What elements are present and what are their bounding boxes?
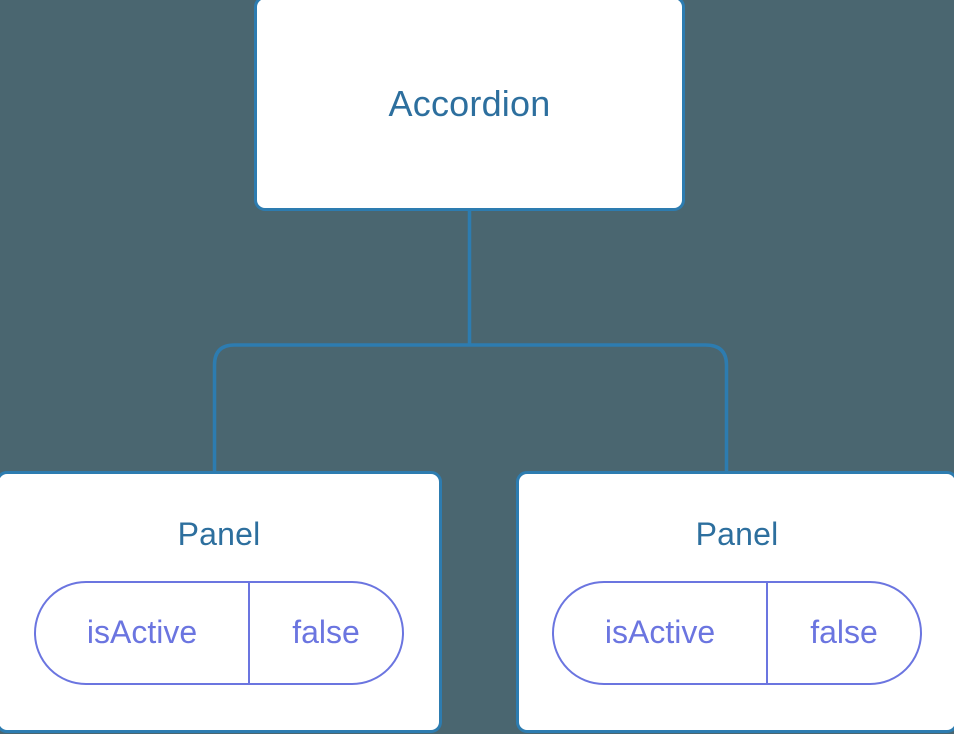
state-pill-panel-1-value: false <box>292 614 360 650</box>
connector-children-bus <box>212 343 729 472</box>
state-pill-panel-1[interactable]: isActive false <box>34 581 404 685</box>
node-panel-1-title: Panel <box>177 516 261 552</box>
state-pill-panel-2[interactable]: isActive false <box>552 581 922 685</box>
state-pill-panel-2-key: isActive <box>554 583 768 683</box>
node-accordion[interactable]: Accordion <box>254 0 685 211</box>
state-pill-panel-1-key: isActive <box>36 583 250 683</box>
node-panel-2[interactable]: Panel isActive false <box>516 471 954 733</box>
node-panel-1[interactable]: Panel isActive false <box>0 471 442 733</box>
node-accordion-title: Accordion <box>388 82 551 124</box>
node-panel-2-title: Panel <box>695 516 779 552</box>
state-pill-panel-2-value: false <box>810 614 878 650</box>
